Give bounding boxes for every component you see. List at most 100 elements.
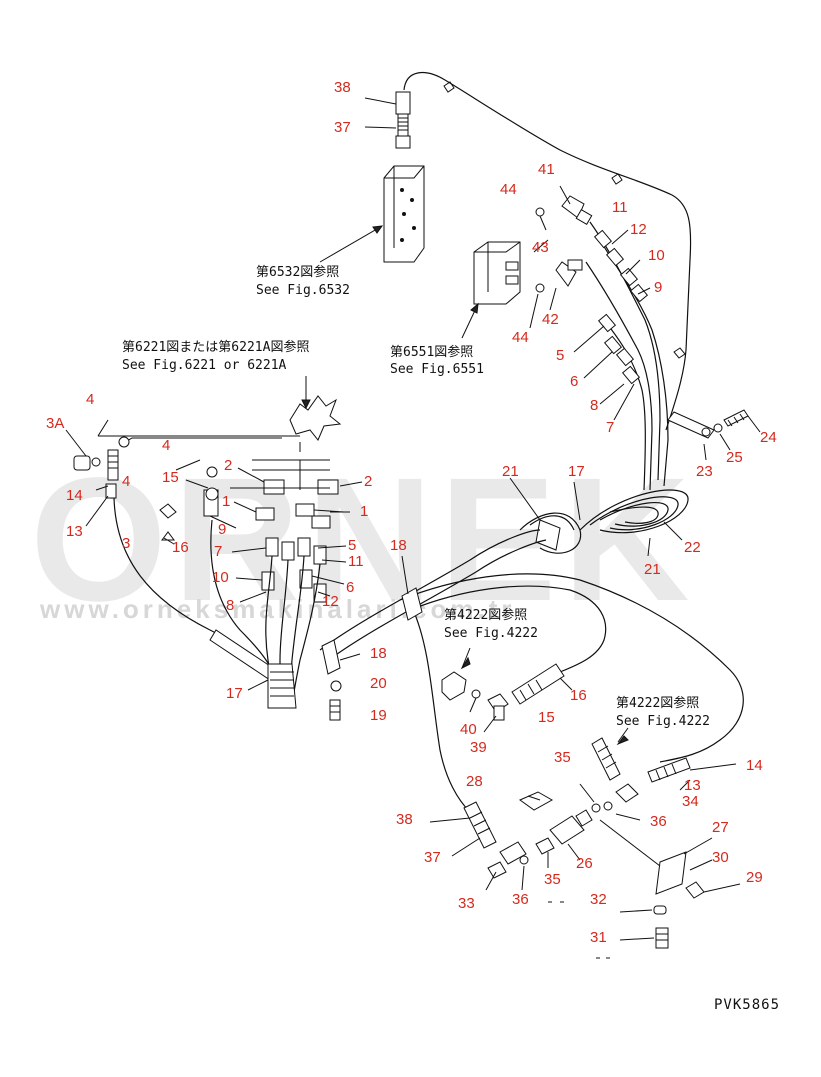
ref-6221-en: See Fig.6221 or 6221A	[122, 358, 287, 373]
part-label: 17	[226, 685, 243, 702]
top-pilot-line	[403, 72, 692, 431]
part-label: 28	[466, 773, 483, 790]
part-label: 16	[570, 687, 587, 704]
ref-4222a-jp: 第4222図参照	[444, 607, 527, 623]
part-label: 44	[500, 181, 517, 198]
part-numbers: 38 37 44 41 43 42 44 11 12 10 9 5 6 8 7 …	[46, 79, 777, 946]
hose-loops	[509, 477, 689, 557]
bracket-23-25	[667, 409, 761, 461]
part-label: 38	[396, 811, 413, 828]
part-label: 14	[66, 487, 83, 504]
ref-6551-en: See Fig.6551	[390, 362, 484, 377]
left-hose-bundle	[113, 497, 327, 709]
valve-6551	[461, 241, 521, 339]
part-label: 4	[122, 473, 130, 490]
ref-6551-jp: 第6551図参照	[390, 344, 473, 360]
part-label: 13	[684, 777, 701, 794]
part-label: 23	[696, 463, 713, 480]
part-label: 24	[760, 429, 777, 446]
part-label: 7	[606, 419, 614, 436]
part-label: 1	[360, 503, 368, 520]
part-label: 18	[370, 645, 387, 662]
part-label: 14	[746, 757, 763, 774]
part-label: 15	[538, 709, 555, 726]
ref-6532-en: See Fig.6532	[256, 283, 350, 298]
part-label: 26	[576, 855, 593, 872]
part-label: 8	[226, 597, 234, 614]
fittings-4222-upper	[441, 647, 573, 733]
part-label: 35	[554, 749, 571, 766]
part-label: 43	[532, 239, 549, 256]
part-label: 4	[86, 391, 94, 408]
part-label: 36	[650, 813, 667, 830]
part-label: 6	[570, 373, 578, 390]
part-label: 9	[654, 279, 662, 296]
part-label: 2	[224, 457, 232, 474]
part-label: 40	[460, 721, 477, 738]
part-label: 18	[390, 537, 407, 554]
part-label: 17	[568, 463, 585, 480]
part-label: 39	[470, 739, 487, 756]
left-leaders	[65, 429, 363, 603]
part-label: 37	[334, 119, 351, 136]
part-label: 32	[590, 891, 607, 908]
part-label: 38	[334, 79, 351, 96]
part-label: 36	[512, 891, 529, 908]
ref-4222b-en: See Fig.4222	[616, 714, 710, 729]
valve-6532	[319, 165, 425, 263]
part-label: 10	[212, 569, 229, 586]
fittings-4222-lower	[579, 727, 737, 821]
part-label: 13	[66, 523, 83, 540]
part-label: 5	[556, 347, 564, 364]
part-label: 2	[364, 473, 372, 490]
ref-6532-jp: 第6532図参照	[256, 264, 339, 280]
part-label: 9	[218, 521, 226, 538]
part-label: 10	[648, 247, 665, 264]
ref-6221-jp: 第6221図または第6221A図参照	[122, 339, 309, 355]
part-label: 27	[712, 819, 729, 836]
part-label: 37	[424, 849, 441, 866]
fittings-41-44	[529, 185, 593, 329]
left-fittings-cluster	[73, 436, 350, 541]
drawing-code: PVK5865	[714, 997, 780, 1013]
part-label: 3	[122, 535, 130, 552]
part-label: 29	[746, 869, 763, 886]
part-label: 35	[544, 871, 561, 888]
part-label: 12	[322, 593, 339, 610]
left-manifold	[97, 376, 342, 445]
part-label: 31	[590, 929, 607, 946]
part-label: 33	[458, 895, 475, 912]
top-fitting-37-38	[364, 91, 411, 149]
watermark-url: www.orneksmakinalari.com.tr	[39, 594, 516, 624]
part-label: 21	[502, 463, 519, 480]
part-label: 25	[726, 449, 743, 466]
part-label: 7	[214, 543, 222, 560]
part-label: 15	[162, 469, 179, 486]
part-label: 11	[612, 199, 628, 216]
part-label: 19	[370, 707, 387, 724]
part-label: 8	[590, 397, 598, 414]
center-pipes	[319, 529, 744, 813]
right-hose-bundle	[573, 221, 669, 491]
part-label: 1	[222, 493, 230, 510]
part-label: 12	[630, 221, 647, 238]
part-label: 4	[162, 437, 170, 454]
reference-notes: 第6532図参照 See Fig.6532 第6551図参照 See Fig.6…	[122, 264, 710, 729]
ref-4222b-jp: 第4222図参照	[616, 695, 699, 711]
part-label: 16	[172, 539, 189, 556]
lower-fittings-bracket	[429, 791, 741, 959]
part-label: 44	[512, 329, 529, 346]
part-label: 34	[682, 793, 699, 810]
part-label: 11	[348, 553, 364, 570]
part-label: 21	[644, 561, 661, 578]
part-label: 30	[712, 849, 729, 866]
part-label: 41	[538, 161, 555, 178]
ref-4222a-en: See Fig.4222	[444, 626, 538, 641]
part-label: 6	[346, 579, 354, 596]
part-label: 3A	[46, 415, 64, 432]
part-label: 22	[684, 539, 701, 556]
part-label: 5	[348, 537, 356, 554]
part-label: 42	[542, 311, 559, 328]
part-label: 20	[370, 675, 387, 692]
